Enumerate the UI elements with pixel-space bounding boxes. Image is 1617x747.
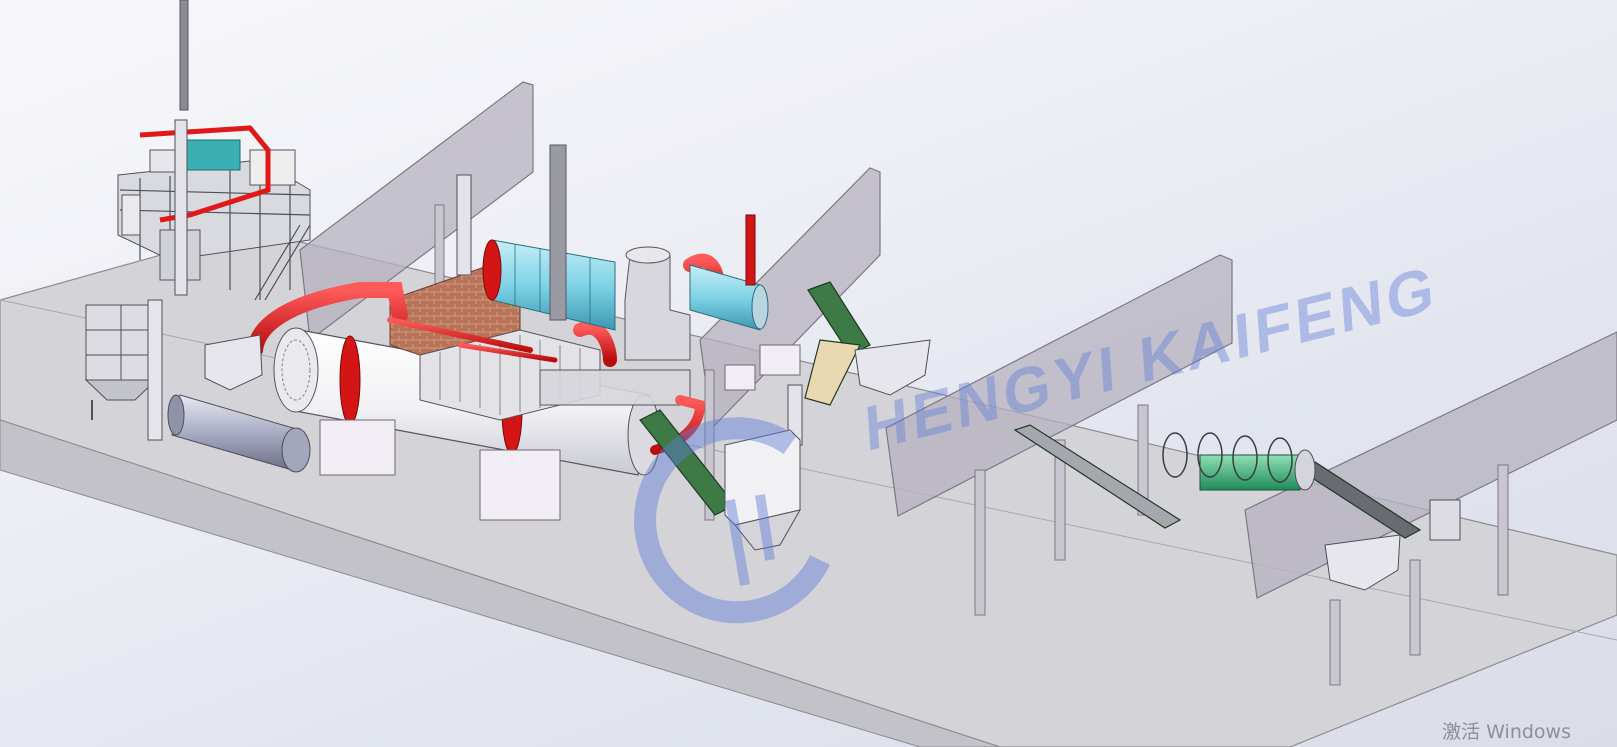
feed-hoppers <box>204 334 1401 591</box>
windows-activation-notice: 激活 Windows <box>1442 721 1571 743</box>
bucket-elevators <box>174 119 803 446</box>
batching-tower <box>117 0 311 301</box>
back-wall-panels <box>299 81 1617 599</box>
dust-collectors <box>724 344 802 551</box>
belt-conveyors <box>639 281 1422 539</box>
cooler-drum-grey <box>167 394 311 473</box>
screening-drum-green <box>1162 432 1461 541</box>
brand-logo-mark <box>634 417 830 624</box>
rotary-drum-blue <box>482 239 769 331</box>
support-columns <box>434 204 1509 686</box>
exhaust-chimneys <box>549 144 756 361</box>
storage-bin <box>84 299 163 441</box>
